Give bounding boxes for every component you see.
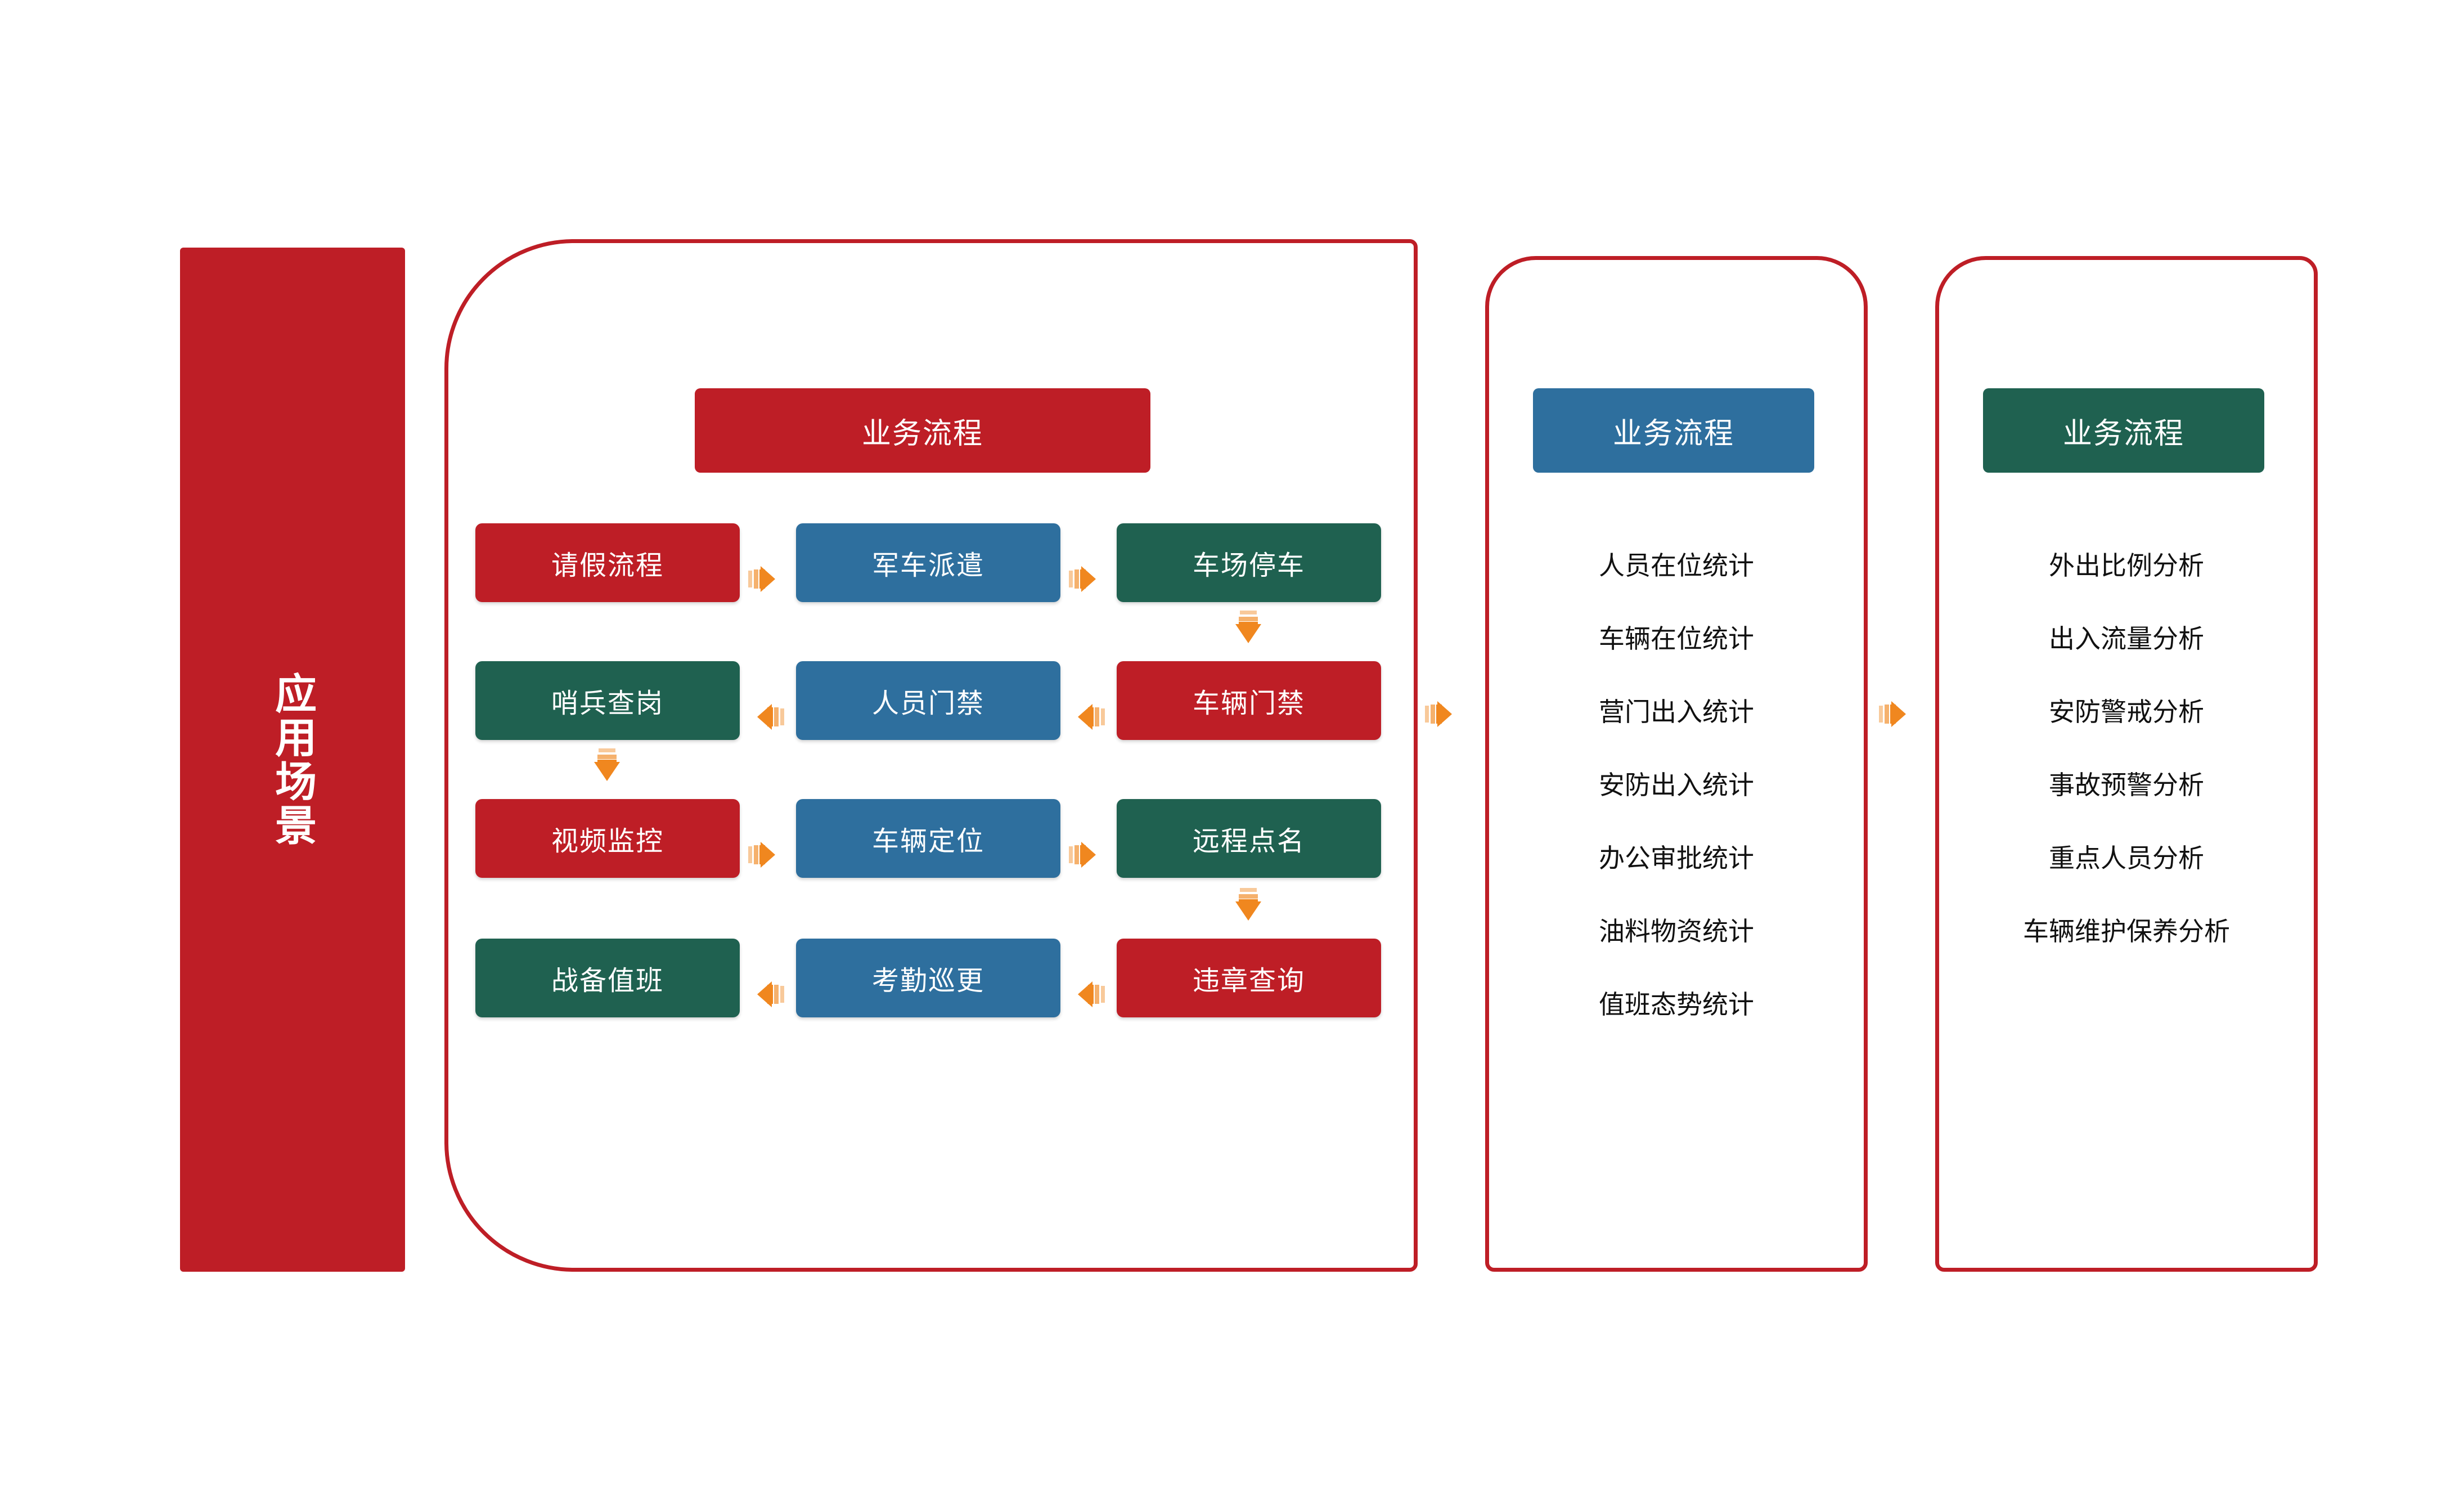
list-item: 安防警戒分析 bbox=[2049, 697, 2204, 726]
flow-box-combat-readiness-duty[interactable]: 战备值班 bbox=[475, 939, 740, 1017]
flow-box-video-surveillance[interactable]: 视频监控 bbox=[475, 799, 740, 878]
flow-box-personnel-access[interactable]: 人员门禁 bbox=[796, 661, 1060, 740]
flow-box-parking-lot[interactable]: 车场停车 bbox=[1117, 523, 1381, 602]
list-item: 安防出入统计 bbox=[1599, 770, 1754, 800]
list-item: 营门出入统计 bbox=[1599, 697, 1754, 726]
list-item: 油料物资统计 bbox=[1599, 917, 1754, 946]
list-item: 车辆维护保养分析 bbox=[2023, 917, 2230, 946]
list-item: 办公审批统计 bbox=[1599, 844, 1754, 873]
application-scenario-banner: 应用场景 bbox=[180, 248, 405, 1272]
banner-label: 应用场景 bbox=[269, 672, 316, 847]
analysis-list: 外出比例分析 出入流量分析 安防警戒分析 事故预警分析 重点人员分析 车辆维护保… bbox=[1935, 529, 2318, 968]
list-item: 人员在位统计 bbox=[1599, 551, 1754, 580]
list-item: 事故预警分析 bbox=[2049, 770, 2204, 800]
main-panel-header: 业务流程 bbox=[695, 388, 1150, 473]
list-item: 出入流量分析 bbox=[2049, 624, 2204, 653]
flow-box-vehicle-positioning[interactable]: 车辆定位 bbox=[796, 799, 1060, 878]
list-item: 重点人员分析 bbox=[2049, 844, 2204, 873]
flow-box-attendance-patrol[interactable]: 考勤巡更 bbox=[796, 939, 1060, 1017]
flow-box-sentry-post-check[interactable]: 哨兵查岗 bbox=[475, 661, 740, 740]
statistics-panel-header: 业务流程 bbox=[1533, 388, 1814, 473]
list-item: 外出比例分析 bbox=[2049, 551, 2204, 580]
analysis-panel-header: 业务流程 bbox=[1983, 388, 2264, 473]
flow-box-leave-process[interactable]: 请假流程 bbox=[475, 523, 740, 602]
flow-box-military-vehicle-dispatch[interactable]: 军车派遣 bbox=[796, 523, 1060, 602]
flow-box-vehicle-access[interactable]: 车辆门禁 bbox=[1117, 661, 1381, 740]
list-item: 值班态势统计 bbox=[1599, 990, 1754, 1019]
statistics-list: 人员在位统计 车辆在位统计 营门出入统计 安防出入统计 办公审批统计 油料物资统… bbox=[1485, 529, 1868, 1041]
list-item: 车辆在位统计 bbox=[1599, 624, 1754, 653]
flow-box-violation-query[interactable]: 违章查询 bbox=[1117, 939, 1381, 1017]
flow-box-remote-roll-call[interactable]: 远程点名 bbox=[1117, 799, 1381, 878]
